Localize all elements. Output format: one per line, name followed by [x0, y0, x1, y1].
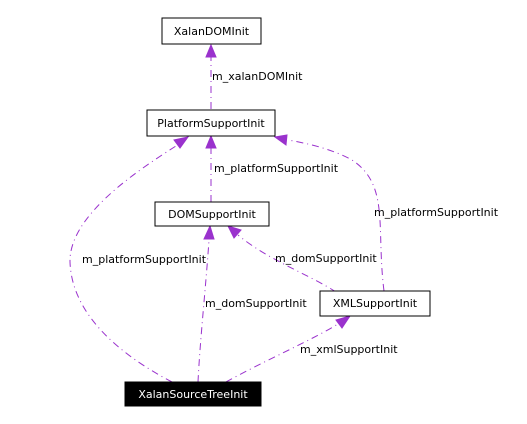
edge-label-xml-platform: m_platformSupportInit — [374, 206, 499, 219]
arrowhead — [227, 225, 242, 239]
edge-xml-to-platform — [273, 134, 385, 292]
arrowhead — [203, 224, 215, 240]
edge-label-source-xml: m_xmlSupportInit — [300, 343, 398, 356]
edge-source-to-xml — [225, 315, 352, 383]
node-label: XalanDOMInit — [174, 25, 250, 38]
edge-source-to-dom — [197, 224, 215, 383]
edge-label-xml-dom: m_domSupportInit — [275, 252, 377, 265]
edge-label-dom-platform: m_platformSupportInit — [214, 162, 339, 175]
edge-dom-to-platform — [205, 134, 217, 202]
arrowhead — [205, 134, 217, 149]
node-label: PlatformSupportInit — [157, 117, 265, 130]
node-label: XalanSourceTreeInit — [138, 388, 248, 401]
edge-label-source-platform: m_platformSupportInit — [82, 253, 207, 266]
node-label: DOMSupportInit — [168, 208, 256, 221]
node-xalan-source-tree-init[interactable]: XalanSourceTreeInit — [124, 381, 262, 407]
edge-label-xalandom: m_xalanDOMInit — [212, 70, 303, 83]
edge-label-source-dom: m_domSupportInit — [205, 297, 307, 310]
edge-platform-to-xalandom — [205, 43, 217, 109]
arrowhead — [335, 315, 352, 329]
arrowhead — [205, 43, 217, 58]
node-platform-support-init[interactable]: PlatformSupportInit — [146, 109, 276, 137]
edge-source-to-platform — [69, 136, 190, 383]
edge-xml-to-dom — [227, 225, 337, 293]
node-xalan-dom-init[interactable]: XalanDOMInit — [161, 17, 262, 45]
arrowhead — [173, 136, 190, 149]
node-xml-support-init[interactable]: XMLSupportInit — [319, 290, 431, 317]
node-label: XMLSupportInit — [333, 297, 418, 310]
arrowhead — [273, 134, 288, 146]
node-dom-support-init[interactable]: DOMSupportInit — [154, 201, 270, 227]
